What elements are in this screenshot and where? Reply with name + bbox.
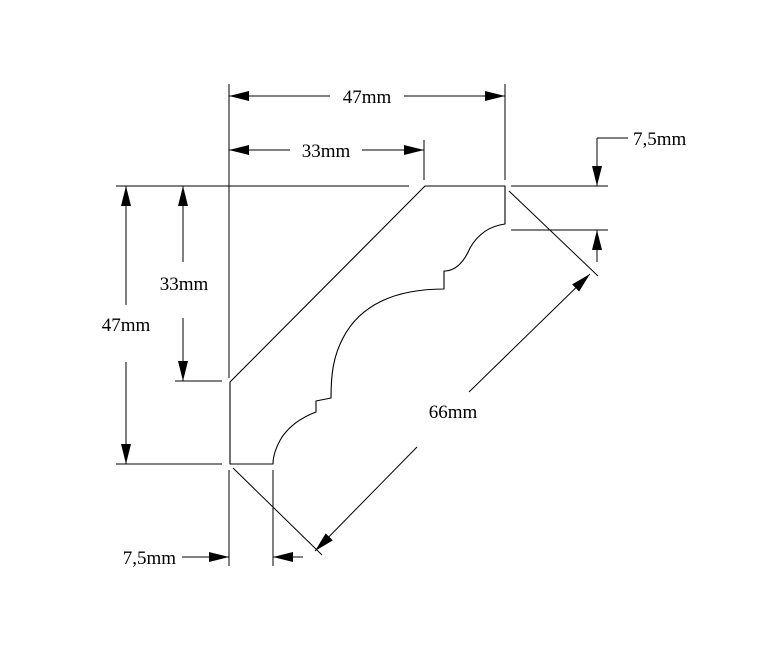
extension-line-diagonal-lower [232,467,323,556]
label-diagonal-face: 66mm [429,402,478,423]
arrow-bottom-flat-right [209,552,229,562]
arrow-top-projection-left [229,145,249,155]
cornice-profile-outline [229,185,506,465]
arrow-left-overall-top [121,186,131,206]
dimension-line-diagonal-lower [314,446,418,552]
arrow-left-projection-top [178,186,188,206]
arrow-left-overall-bottom [121,444,131,464]
label-bottom-flat: 7,5mm [123,548,177,569]
arrow-top-overall-left [229,91,249,101]
arrow-diagonal-upper [572,274,590,292]
arrow-right-flat-up [592,230,602,250]
label-left-overall-height: 47mm [102,315,151,336]
label-right-flat: 7,5mm [633,129,687,150]
arrow-right-flat-down [592,166,602,186]
label-top-overall-width: 47mm [343,87,392,108]
label-top-projection: 33mm [302,141,351,162]
arrow-left-projection-bottom [178,361,188,381]
arrow-bottom-flat-left [273,552,293,562]
extension-line-diagonal-upper [508,190,599,277]
label-left-projection: 33mm [160,274,209,295]
arrow-diagonal-lower [315,533,333,551]
arrow-top-projection-right [404,145,424,155]
arrow-top-overall-right [485,91,505,101]
dimension-line-diagonal-upper [468,273,591,393]
